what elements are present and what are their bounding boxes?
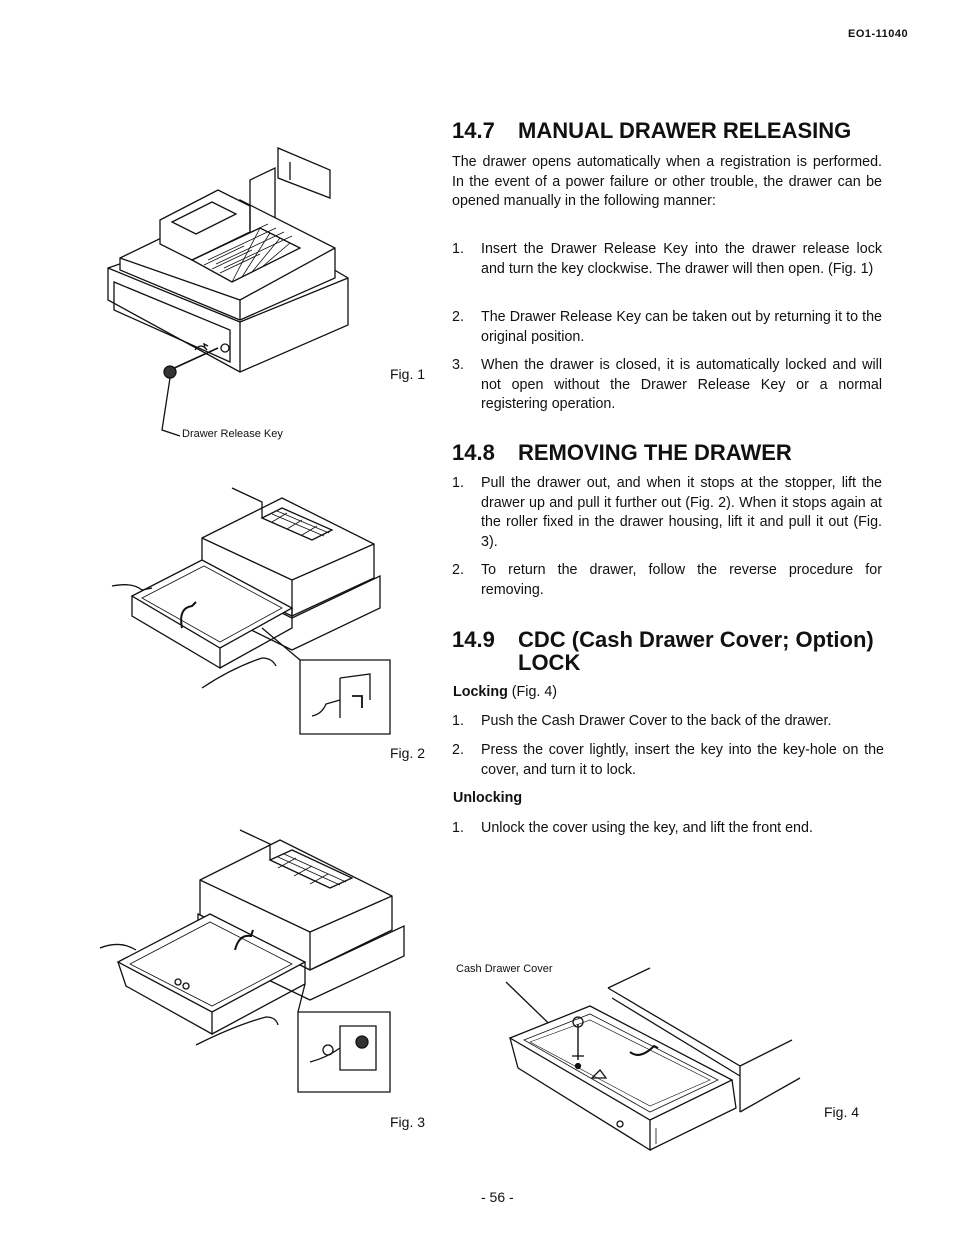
list-text: When the drawer is closed, it is automat… bbox=[481, 357, 882, 412]
list-number: 2. bbox=[452, 562, 464, 578]
list-number: 1. bbox=[452, 475, 464, 491]
list-text: To return the drawer, follow the reverse… bbox=[481, 562, 882, 598]
list-item: 2. The Drawer Release Key can be taken o… bbox=[452, 308, 882, 348]
list-number: 1. bbox=[452, 820, 464, 836]
list-text: Pull the drawer out, and when it stops a… bbox=[481, 475, 882, 550]
figure-3-drawer-lift-illustration bbox=[100, 830, 410, 1095]
locking-subheading: Locking (Fig. 4) bbox=[453, 684, 557, 700]
list-item: 1. Push the Cash Drawer Cover to the bac… bbox=[452, 712, 884, 732]
list-text: Press the cover lightly, insert the key … bbox=[481, 742, 884, 778]
fig4-label: Fig. 4 bbox=[824, 1104, 860, 1120]
fig4-callout-label: Cash Drawer Cover bbox=[456, 963, 553, 975]
fig3-label: Fig. 3 bbox=[390, 1114, 426, 1130]
list-text: Insert the Drawer Release Key into the d… bbox=[481, 241, 882, 277]
figure-1-cash-register-illustration bbox=[100, 140, 360, 440]
list-item: 1. Unlock the cover using the key, and l… bbox=[452, 819, 884, 839]
subheading-figure-ref: (Fig. 4) bbox=[507, 684, 558, 700]
fig2-label: Fig. 2 bbox=[390, 745, 426, 761]
list-number: 2. bbox=[452, 742, 464, 758]
figure-4-cash-drawer-cover-illustration bbox=[500, 968, 805, 1158]
section-number: 14.8 bbox=[452, 440, 495, 465]
fig1-label: Fig. 1 bbox=[390, 366, 426, 382]
list-number: 2. bbox=[452, 309, 464, 325]
section-heading-14-7: 14.7 MANUAL DRAWER RELEASING bbox=[452, 119, 851, 143]
list-item: 1. Pull the drawer out, and when it stop… bbox=[452, 474, 882, 554]
list-text: The Drawer Release Key can be taken out … bbox=[481, 309, 882, 345]
fig1-callout-label: Drawer Release Key bbox=[182, 428, 283, 440]
unlocking-subheading: Unlocking bbox=[453, 790, 523, 806]
section-number: 14.9 bbox=[452, 627, 495, 652]
list-item: 1. Insert the Drawer Release Key into th… bbox=[452, 240, 882, 300]
section-number: 14.7 bbox=[452, 118, 495, 143]
list-text: Unlock the cover using the key, and lift… bbox=[481, 820, 813, 836]
list-item: 2. Press the cover lightly, insert the k… bbox=[452, 741, 884, 781]
page-number: - 56 - bbox=[481, 1189, 514, 1205]
section-heading-14-9: 14.9 CDC (Cash Drawer Cover; Option) bbox=[452, 628, 874, 652]
section-intro-paragraph: The drawer opens automatically when a re… bbox=[452, 154, 882, 209]
section-title: CDC (Cash Drawer Cover; Option) bbox=[518, 627, 874, 652]
list-text: Push the Cash Drawer Cover to the back o… bbox=[481, 713, 832, 729]
section-heading-14-8: 14.8 REMOVING THE DRAWER bbox=[452, 441, 792, 465]
document-number: EO1-11040 bbox=[848, 28, 909, 40]
section-title-continued: LOCK bbox=[518, 650, 581, 675]
list-item: 2. To return the drawer, follow the reve… bbox=[452, 561, 882, 601]
subheading-label: Locking bbox=[453, 684, 508, 700]
list-number: 1. bbox=[452, 241, 464, 257]
figure-2-drawer-removal-illustration bbox=[112, 478, 397, 738]
section-title: REMOVING THE DRAWER bbox=[518, 440, 792, 465]
section-title: MANUAL DRAWER RELEASING bbox=[518, 118, 852, 143]
list-item: 3. When the drawer is closed, it is auto… bbox=[452, 356, 882, 416]
list-number: 1. bbox=[452, 713, 464, 729]
list-number: 3. bbox=[452, 357, 464, 373]
